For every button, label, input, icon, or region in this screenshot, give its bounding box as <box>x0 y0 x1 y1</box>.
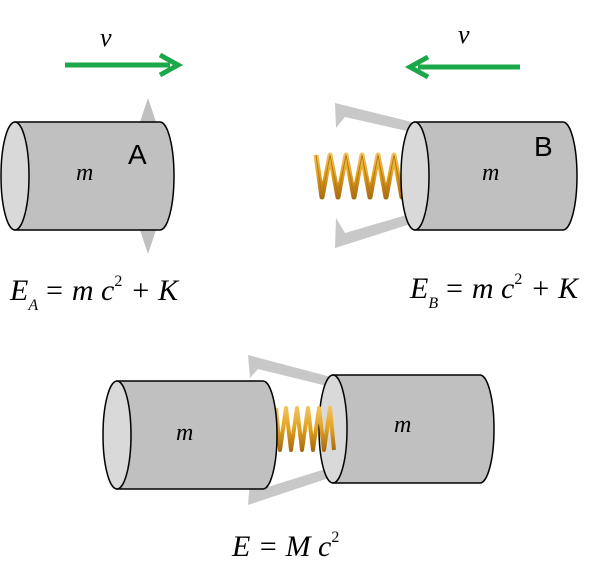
velocity-arrow-b <box>404 54 520 80</box>
cylinder-combined-left <box>102 380 278 490</box>
mass-label-combined-left: m <box>176 420 193 446</box>
cylinder-label-b: B <box>534 131 553 162</box>
bracket-combined <box>248 355 335 505</box>
cylinder-a <box>0 121 175 231</box>
spring-combined <box>274 406 336 452</box>
cylinder-combined-left-face <box>102 380 132 490</box>
cylinder-label-a: A <box>128 139 147 170</box>
equation-ea: EA= m c2+ K <box>9 273 180 314</box>
cylinder-b <box>400 121 578 231</box>
bracket-b <box>335 103 420 248</box>
spring-b <box>313 152 421 200</box>
cylinder-a-bottom-spike <box>140 230 156 254</box>
velocity-arrow-a <box>65 52 184 78</box>
equation-e: E = M c2 <box>231 529 339 563</box>
velocity-label-a: v <box>100 23 112 52</box>
mass-label-combined-right: m <box>394 412 411 438</box>
mass-label-a: m <box>76 160 93 186</box>
cylinder-b-left-face <box>400 121 430 231</box>
cylinder-combined-right <box>318 374 495 484</box>
mass-label-b: m <box>482 160 499 186</box>
velocity-label-b: v <box>458 20 470 49</box>
equation-eb: EB= m c2+ K <box>409 271 580 312</box>
cylinder-a-top-spike <box>140 98 156 122</box>
cylinder-a-left-face <box>0 121 30 231</box>
